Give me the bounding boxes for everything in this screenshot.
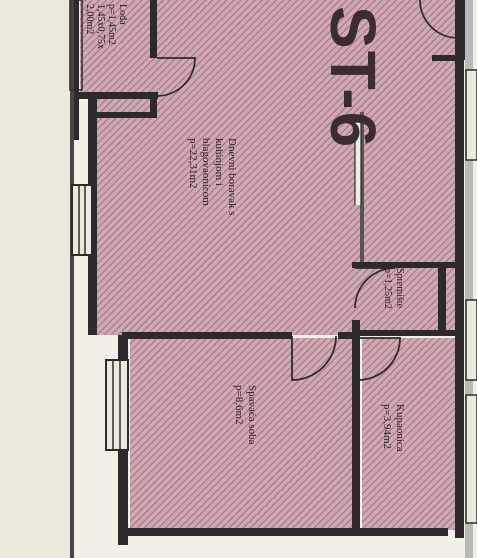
bedroom-line-2: p=8,6m2 — [233, 385, 245, 425]
loda-line-3: 1,45x0,75x — [95, 4, 106, 49]
bedroom-line-1: Spavaća soba — [246, 385, 258, 445]
room-bedroom-fill — [130, 338, 355, 530]
storage-line-2: p=1,25m2 — [382, 268, 393, 309]
loda-line-2: p=1,45m2 — [106, 4, 117, 45]
window-bedroom — [105, 359, 129, 451]
room-label-bedroom: Spavaća soba p=8,6m2 — [232, 385, 258, 445]
storage-line-1: Spremište — [394, 268, 405, 308]
living-line-1: Dnevni boravak s — [226, 138, 238, 216]
living-line-2: kuhinjom i — [213, 138, 225, 186]
room-label-bathroom: Kupaonica p=3,94m2 — [380, 404, 406, 452]
room-label-living: Dnevni boravak s kuhinjom i blagovaonico… — [186, 138, 238, 216]
living-line-4: p=22,31m2 — [187, 138, 199, 189]
room-upper-right-fill — [360, 0, 455, 262]
loda-line-1: Lođa — [117, 4, 128, 25]
room-label-loda: Lođa p=1,45m2 1,45x0,75x 2,00m2 — [84, 4, 128, 49]
door-swings — [156, 0, 459, 381]
room-bathroom-fill — [362, 338, 455, 530]
bathroom-line-2: p=3,94m2 — [381, 404, 393, 450]
room-label-storage: Spremište p=1,25m2 — [381, 268, 405, 309]
bathroom-line-1: Kupaonica — [394, 404, 406, 452]
unit-title: ST-6 — [317, 6, 389, 150]
window-living — [71, 184, 93, 256]
right-edge-elements — [465, 69, 477, 524]
paper-margin — [0, 0, 70, 558]
living-line-3: blagovaonicom — [200, 138, 212, 206]
window-loda — [69, 0, 83, 91]
loda-line-4: 2,00m2 — [84, 4, 95, 35]
